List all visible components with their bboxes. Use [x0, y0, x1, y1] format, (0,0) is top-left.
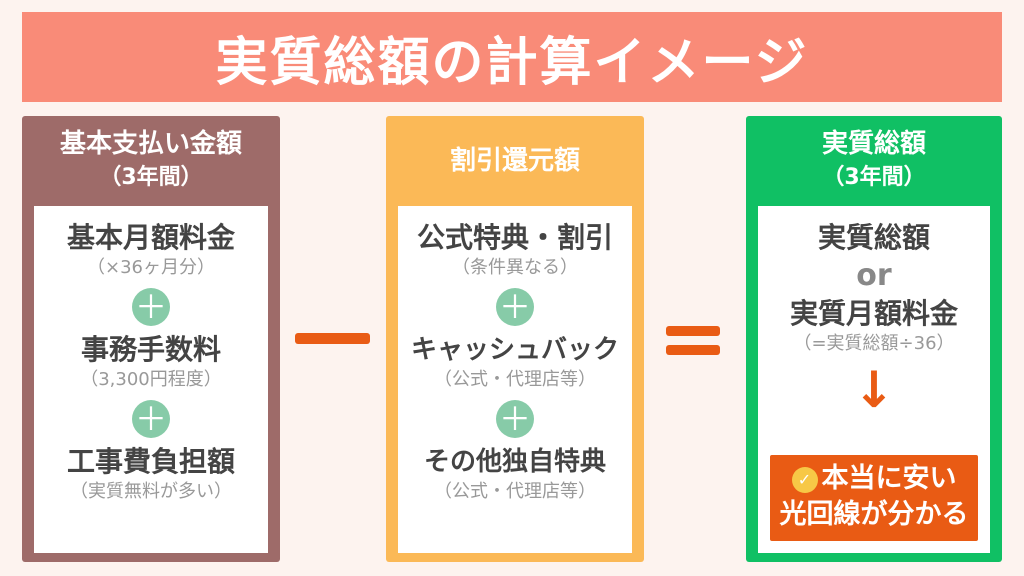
item-main: 基本月額料金: [66, 221, 235, 254]
result-line: 光回線が分かる: [779, 499, 969, 530]
or-label: or: [856, 258, 892, 293]
lightbulb-icon: ✓: [791, 466, 818, 493]
column-basic-payment: 基本支払い金額 （3年間） 基本月額料金 （×36ヶ月分） ＋ 事務手数料 （3,…: [22, 116, 280, 562]
column-effective-total: 実質総額 （3年間） 実質総額 or 実質月額料金 （=実質総額÷36） ↓ ✓本…: [746, 116, 1002, 562]
item-main: 事務手数料: [80, 333, 221, 366]
item-main: 実質総額: [817, 221, 930, 254]
column-header: 基本支払い金額: [59, 129, 242, 159]
item-main: 実質月額料金: [789, 297, 958, 330]
item-note: （×36ヶ月分）: [87, 257, 215, 278]
item-main: その他独自特典: [423, 447, 606, 477]
item-note: （公式・代理店等）: [434, 481, 596, 502]
item-note: （3,300円程度）: [80, 369, 222, 390]
arrow-down-icon: ↓: [853, 361, 895, 419]
result-box: ✓本当に安い 光回線が分かる: [770, 455, 978, 541]
page-title: 実質総額の計算イメージ: [22, 12, 1002, 102]
item-main: キャッシュバック: [410, 335, 619, 365]
item-main: 工事費負担額: [66, 445, 235, 478]
item-note: （実質無料が多い）: [70, 481, 232, 502]
plus-icon: ＋: [132, 400, 170, 438]
result-line: 本当に安い: [821, 463, 957, 494]
item-note: （条件異なる）: [452, 257, 578, 278]
minus-icon: [295, 333, 370, 344]
column-discount: 割引還元額 公式特典・割引 （条件異なる） ＋ キャッシュバック （公式・代理店…: [386, 116, 644, 562]
column-subheader: （3年間）: [822, 165, 926, 190]
plus-icon: ＋: [132, 288, 170, 326]
column-header: 実質総額: [821, 129, 926, 159]
plus-icon: ＋: [496, 288, 534, 326]
column-header: 割引還元額: [449, 146, 580, 176]
column-subheader: （3年間）: [99, 165, 203, 190]
item-note: （=実質総額÷36）: [793, 333, 955, 354]
item-main: 公式特典・割引: [416, 221, 613, 254]
item-note: （公式・代理店等）: [434, 369, 596, 390]
plus-icon: ＋: [496, 400, 534, 438]
